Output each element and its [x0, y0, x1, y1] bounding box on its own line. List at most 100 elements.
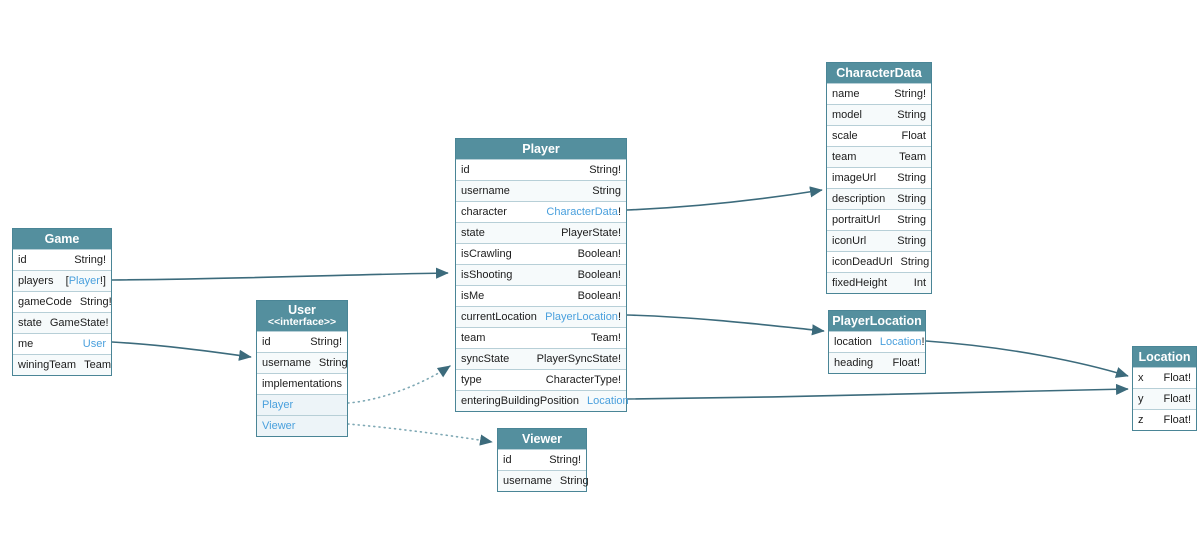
field-row[interactable]: isMe Boolean! — [456, 285, 626, 306]
field-type: Float! — [892, 357, 920, 369]
field-row[interactable]: state PlayerState! — [456, 222, 626, 243]
field-row[interactable]: z Float! — [1133, 409, 1196, 430]
table-header-player[interactable]: Player — [456, 139, 626, 159]
field-name: x — [1138, 372, 1144, 384]
interface-stereotype: <<interface>> — [267, 316, 337, 328]
field-row[interactable]: username String — [498, 470, 589, 491]
field-type: Team — [84, 359, 111, 371]
field-type: PlayerSyncState! — [536, 353, 621, 365]
table-header-location[interactable]: Location — [1133, 347, 1196, 367]
field-row[interactable]: imageUrl String — [827, 167, 931, 188]
type-link[interactable]: Player — [68, 275, 100, 287]
field-type: PlayerLocation! — [545, 311, 621, 323]
field-row[interactable]: id String! — [498, 449, 586, 470]
field-type: String! — [894, 88, 926, 100]
field-name: state — [18, 317, 42, 329]
type-table-viewer: Viewer id String! username String — [497, 428, 589, 492]
field-name: id — [461, 164, 470, 176]
field-name: iconUrl — [832, 235, 867, 247]
field-type: Float! — [1163, 372, 1191, 384]
field-name: isShooting — [461, 269, 513, 281]
field-name: scale — [832, 130, 858, 142]
field-row[interactable]: y Float! — [1133, 388, 1196, 409]
type-table-location: Location x Float! y Float! z Float! — [1132, 346, 1197, 431]
field-name: description — [832, 193, 886, 205]
field-row[interactable]: iconUrl String — [827, 230, 931, 251]
field-row[interactable]: scale Float — [827, 125, 931, 146]
field-row[interactable]: id String! — [13, 249, 111, 270]
type-link[interactable]: Location — [587, 395, 629, 407]
field-name: isCrawling — [461, 248, 512, 260]
field-row[interactable]: name String! — [827, 83, 931, 104]
table-header-game[interactable]: Game — [13, 229, 111, 249]
field-row[interactable]: team Team — [827, 146, 931, 167]
field-row[interactable]: username String — [257, 352, 348, 373]
implementation-link[interactable]: Viewer — [257, 415, 347, 436]
field-row[interactable]: id String! — [456, 159, 626, 180]
type-table-player: Player id String! username String charac… — [455, 138, 629, 412]
field-row[interactable]: location Location! — [829, 331, 925, 352]
field-row[interactable]: isCrawling Boolean! — [456, 243, 626, 264]
field-row[interactable]: team Team! — [456, 327, 626, 348]
field-row[interactable]: character CharacterData! — [456, 201, 626, 222]
field-row[interactable]: syncState PlayerSyncState! — [456, 348, 626, 369]
type-table-user: User <<interface>> id String! username S… — [256, 300, 348, 437]
type-link[interactable]: PlayerLocation — [545, 311, 618, 323]
type-table-characterdata: CharacterData name String! model String … — [826, 62, 932, 294]
field-name: fixedHeight — [832, 277, 888, 289]
field-row[interactable]: fixedHeight Int — [827, 272, 931, 293]
type-link[interactable]: User — [82, 338, 106, 350]
field-row[interactable]: currentLocation PlayerLocation! — [456, 306, 626, 327]
field-list: id String! username String — [498, 449, 589, 491]
field-type: PlayerState! — [561, 227, 621, 239]
table-title: User — [288, 303, 316, 317]
field-type: String — [897, 214, 926, 226]
field-list: id String! username String character Cha… — [456, 159, 629, 411]
type-link[interactable]: Location — [879, 336, 922, 348]
field-row[interactable]: me User — [13, 333, 111, 354]
field-type: [Player!] — [65, 275, 106, 287]
field-row[interactable]: heading Float! — [829, 352, 925, 373]
field-row[interactable]: model String — [827, 104, 931, 125]
field-row[interactable]: winingTeam Team — [13, 354, 111, 375]
field-row[interactable]: state GameState! — [13, 312, 111, 333]
field-row[interactable]: gameCode String! — [13, 291, 112, 312]
implementation-link[interactable]: Player — [257, 394, 347, 415]
field-type: String — [897, 235, 926, 247]
field-name: iconDeadUrl — [832, 256, 893, 268]
table-header-viewer[interactable]: Viewer — [498, 429, 586, 449]
field-row[interactable]: type CharacterType! — [456, 369, 626, 390]
field-name: state — [461, 227, 485, 239]
field-row[interactable]: description String — [827, 188, 931, 209]
field-name: z — [1138, 414, 1144, 426]
field-row[interactable]: username String — [456, 180, 626, 201]
field-list: id String! username String — [257, 331, 348, 373]
field-row[interactable]: enteringBuildingPosition Location — [456, 390, 629, 411]
edge-game-players-to-player — [111, 267, 449, 281]
field-type: Boolean! — [577, 248, 621, 260]
table-header-characterdata[interactable]: CharacterData — [827, 63, 931, 83]
field-type: String — [897, 109, 926, 121]
field-type: String! — [74, 254, 106, 266]
field-name: id — [18, 254, 27, 266]
type-link[interactable]: CharacterData — [546, 206, 618, 218]
field-row[interactable]: id String! — [257, 331, 347, 352]
field-name: name — [832, 88, 860, 100]
table-header-user[interactable]: User <<interface>> — [257, 301, 347, 331]
field-name: character — [461, 206, 507, 218]
field-list: id String! players [Player!] gameCode St… — [13, 249, 112, 375]
field-list: name String! model String scale Float te… — [827, 83, 931, 293]
field-row[interactable]: iconDeadUrl String — [827, 251, 931, 272]
table-header-playerlocation[interactable]: PlayerLocation — [829, 311, 925, 331]
field-row[interactable]: x Float! — [1133, 367, 1196, 388]
field-type: Team — [899, 151, 926, 163]
field-row[interactable]: isShooting Boolean! — [456, 264, 626, 285]
field-name: heading — [834, 357, 874, 369]
field-name: username — [503, 475, 552, 487]
field-row[interactable]: players [Player!] — [13, 270, 111, 291]
type-table-playerlocation: PlayerLocation location Location! headin… — [828, 310, 926, 374]
field-type: String — [318, 357, 348, 369]
field-row[interactable]: portraitUrl String — [827, 209, 931, 230]
field-type: String! — [589, 164, 621, 176]
